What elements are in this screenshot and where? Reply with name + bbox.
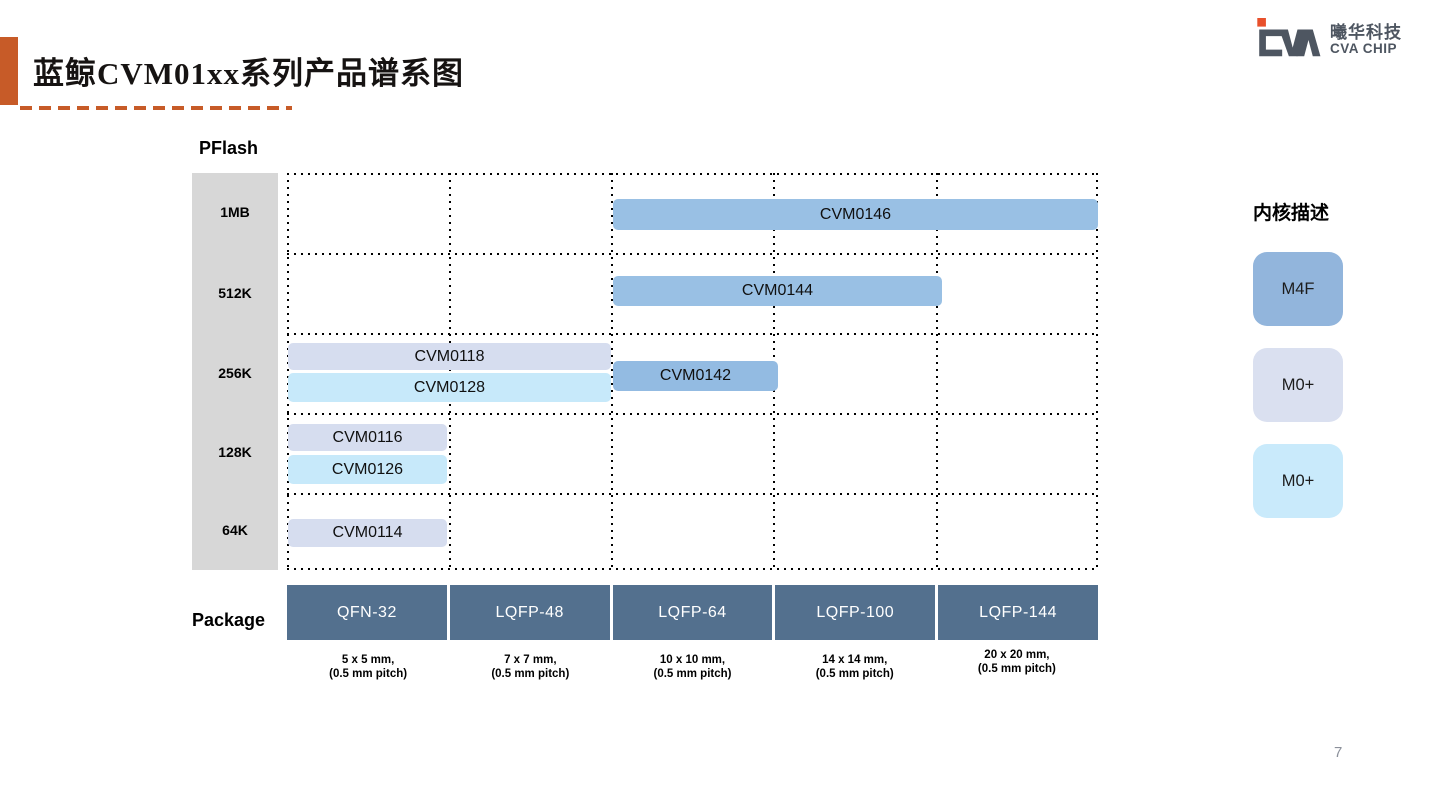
legend-title: 内核描述 <box>1253 203 1330 224</box>
package-dim-lqfp100: 14 x 14 mm, (0.5 mm pitch) <box>774 653 936 681</box>
package-pitch: (0.5 mm pitch) <box>491 668 570 680</box>
grid-vline <box>936 173 938 570</box>
package-dim-lqfp48: 7 x 7 mm, (0.5 mm pitch) <box>449 653 611 681</box>
legend-item-m0plus-2: M0+ <box>1253 444 1343 518</box>
grid-hline <box>287 568 1098 570</box>
package-dim-lqfp64: 10 x 10 mm, (0.5 mm pitch) <box>611 653 773 681</box>
grid-vline <box>1096 173 1098 570</box>
grid-vline <box>287 173 289 570</box>
package-box-qfn32: QFN-32 <box>287 585 447 640</box>
product-bar-cvm0126: CVM0126 <box>288 455 447 484</box>
product-bar-cvm0142: CVM0142 <box>613 361 778 391</box>
package-pitch: (0.5 mm pitch) <box>815 668 894 680</box>
package-size: 5 x 5 mm, <box>341 654 395 666</box>
grid-hline <box>287 413 1098 415</box>
y-axis-title: PFlash <box>199 138 259 158</box>
product-bar-cvm0114: CVM0114 <box>288 519 447 547</box>
package-box-lqfp100: LQFP-100 <box>775 585 936 640</box>
package-pitch: (0.5 mm pitch) <box>977 663 1056 675</box>
flash-label-1mb: 1MB <box>220 204 250 220</box>
x-axis-title: Package <box>192 610 266 630</box>
grid-hline <box>287 253 1098 255</box>
flash-label-64k: 64K <box>222 522 248 538</box>
logo-text: 曦华科技 CVA CHIP <box>1330 24 1402 56</box>
flash-label-512k: 512K <box>218 285 252 301</box>
package-box-lqfp64: LQFP-64 <box>612 585 773 640</box>
package-size: 7 x 7 mm, <box>504 654 557 666</box>
logo-brand-name: CVA CHIP <box>1330 40 1398 56</box>
product-bar-cvm0128: CVM0128 <box>288 373 611 402</box>
page-number: 7 <box>1334 744 1343 761</box>
grid-hline <box>287 173 1098 175</box>
package-size: 10 x 10 mm, <box>659 654 726 666</box>
cva-logo-icon <box>1257 18 1321 57</box>
product-grid-chart: CVM0146 CVM0144 CVM0118 CVM0128 CVM0142 … <box>287 173 1098 570</box>
package-box-lqfp48: LQFP-48 <box>449 585 610 640</box>
legend-item-m4f: M4F <box>1253 252 1343 326</box>
product-bar-cvm0144: CVM0144 <box>613 276 942 306</box>
product-bar-cvm0116: CVM0116 <box>288 424 447 451</box>
grid-vline <box>611 173 613 570</box>
logo-company-name: 曦华科技 <box>1330 22 1402 42</box>
package-dim-qfn32: 5 x 5 mm, (0.5 mm pitch) <box>287 653 449 681</box>
product-bar-cvm0146: CVM0146 <box>613 199 1098 230</box>
product-bar-cvm0118: CVM0118 <box>288 343 611 370</box>
flash-label-256k: 256K <box>218 365 252 381</box>
flash-label-128k: 128K <box>218 444 252 460</box>
grid-hline <box>287 493 1098 495</box>
legend-item-m0plus-1: M0+ <box>1253 348 1343 422</box>
grid-vline <box>449 173 451 570</box>
package-box-lqfp144: LQFP-144 <box>938 585 1098 640</box>
package-size: 14 x 14 mm, <box>822 654 888 666</box>
package-dimensions-row: 5 x 5 mm, (0.5 mm pitch) 7 x 7 mm, (0.5 … <box>287 649 1098 681</box>
package-size: 20 x 20 mm, <box>984 649 1050 661</box>
flash-axis-band <box>192 173 278 570</box>
package-dim-lqfp144: 20 x 20 mm, (0.5 mm pitch) <box>936 648 1098 676</box>
package-pitch: (0.5 mm pitch) <box>653 668 732 680</box>
package-row: QFN-32 LQFP-48 LQFP-64 LQFP-100 LQFP-144 <box>287 585 1098 640</box>
title-underline-dashes <box>20 106 292 110</box>
page-title: 蓝鲸CVM01xx系列产品谱系图 <box>33 56 465 91</box>
title-accent-bar <box>0 37 18 105</box>
company-logo: 曦华科技 CVA CHIP <box>1250 18 1402 62</box>
package-pitch: (0.5 mm pitch) <box>329 668 408 680</box>
grid-hline <box>287 333 1098 335</box>
